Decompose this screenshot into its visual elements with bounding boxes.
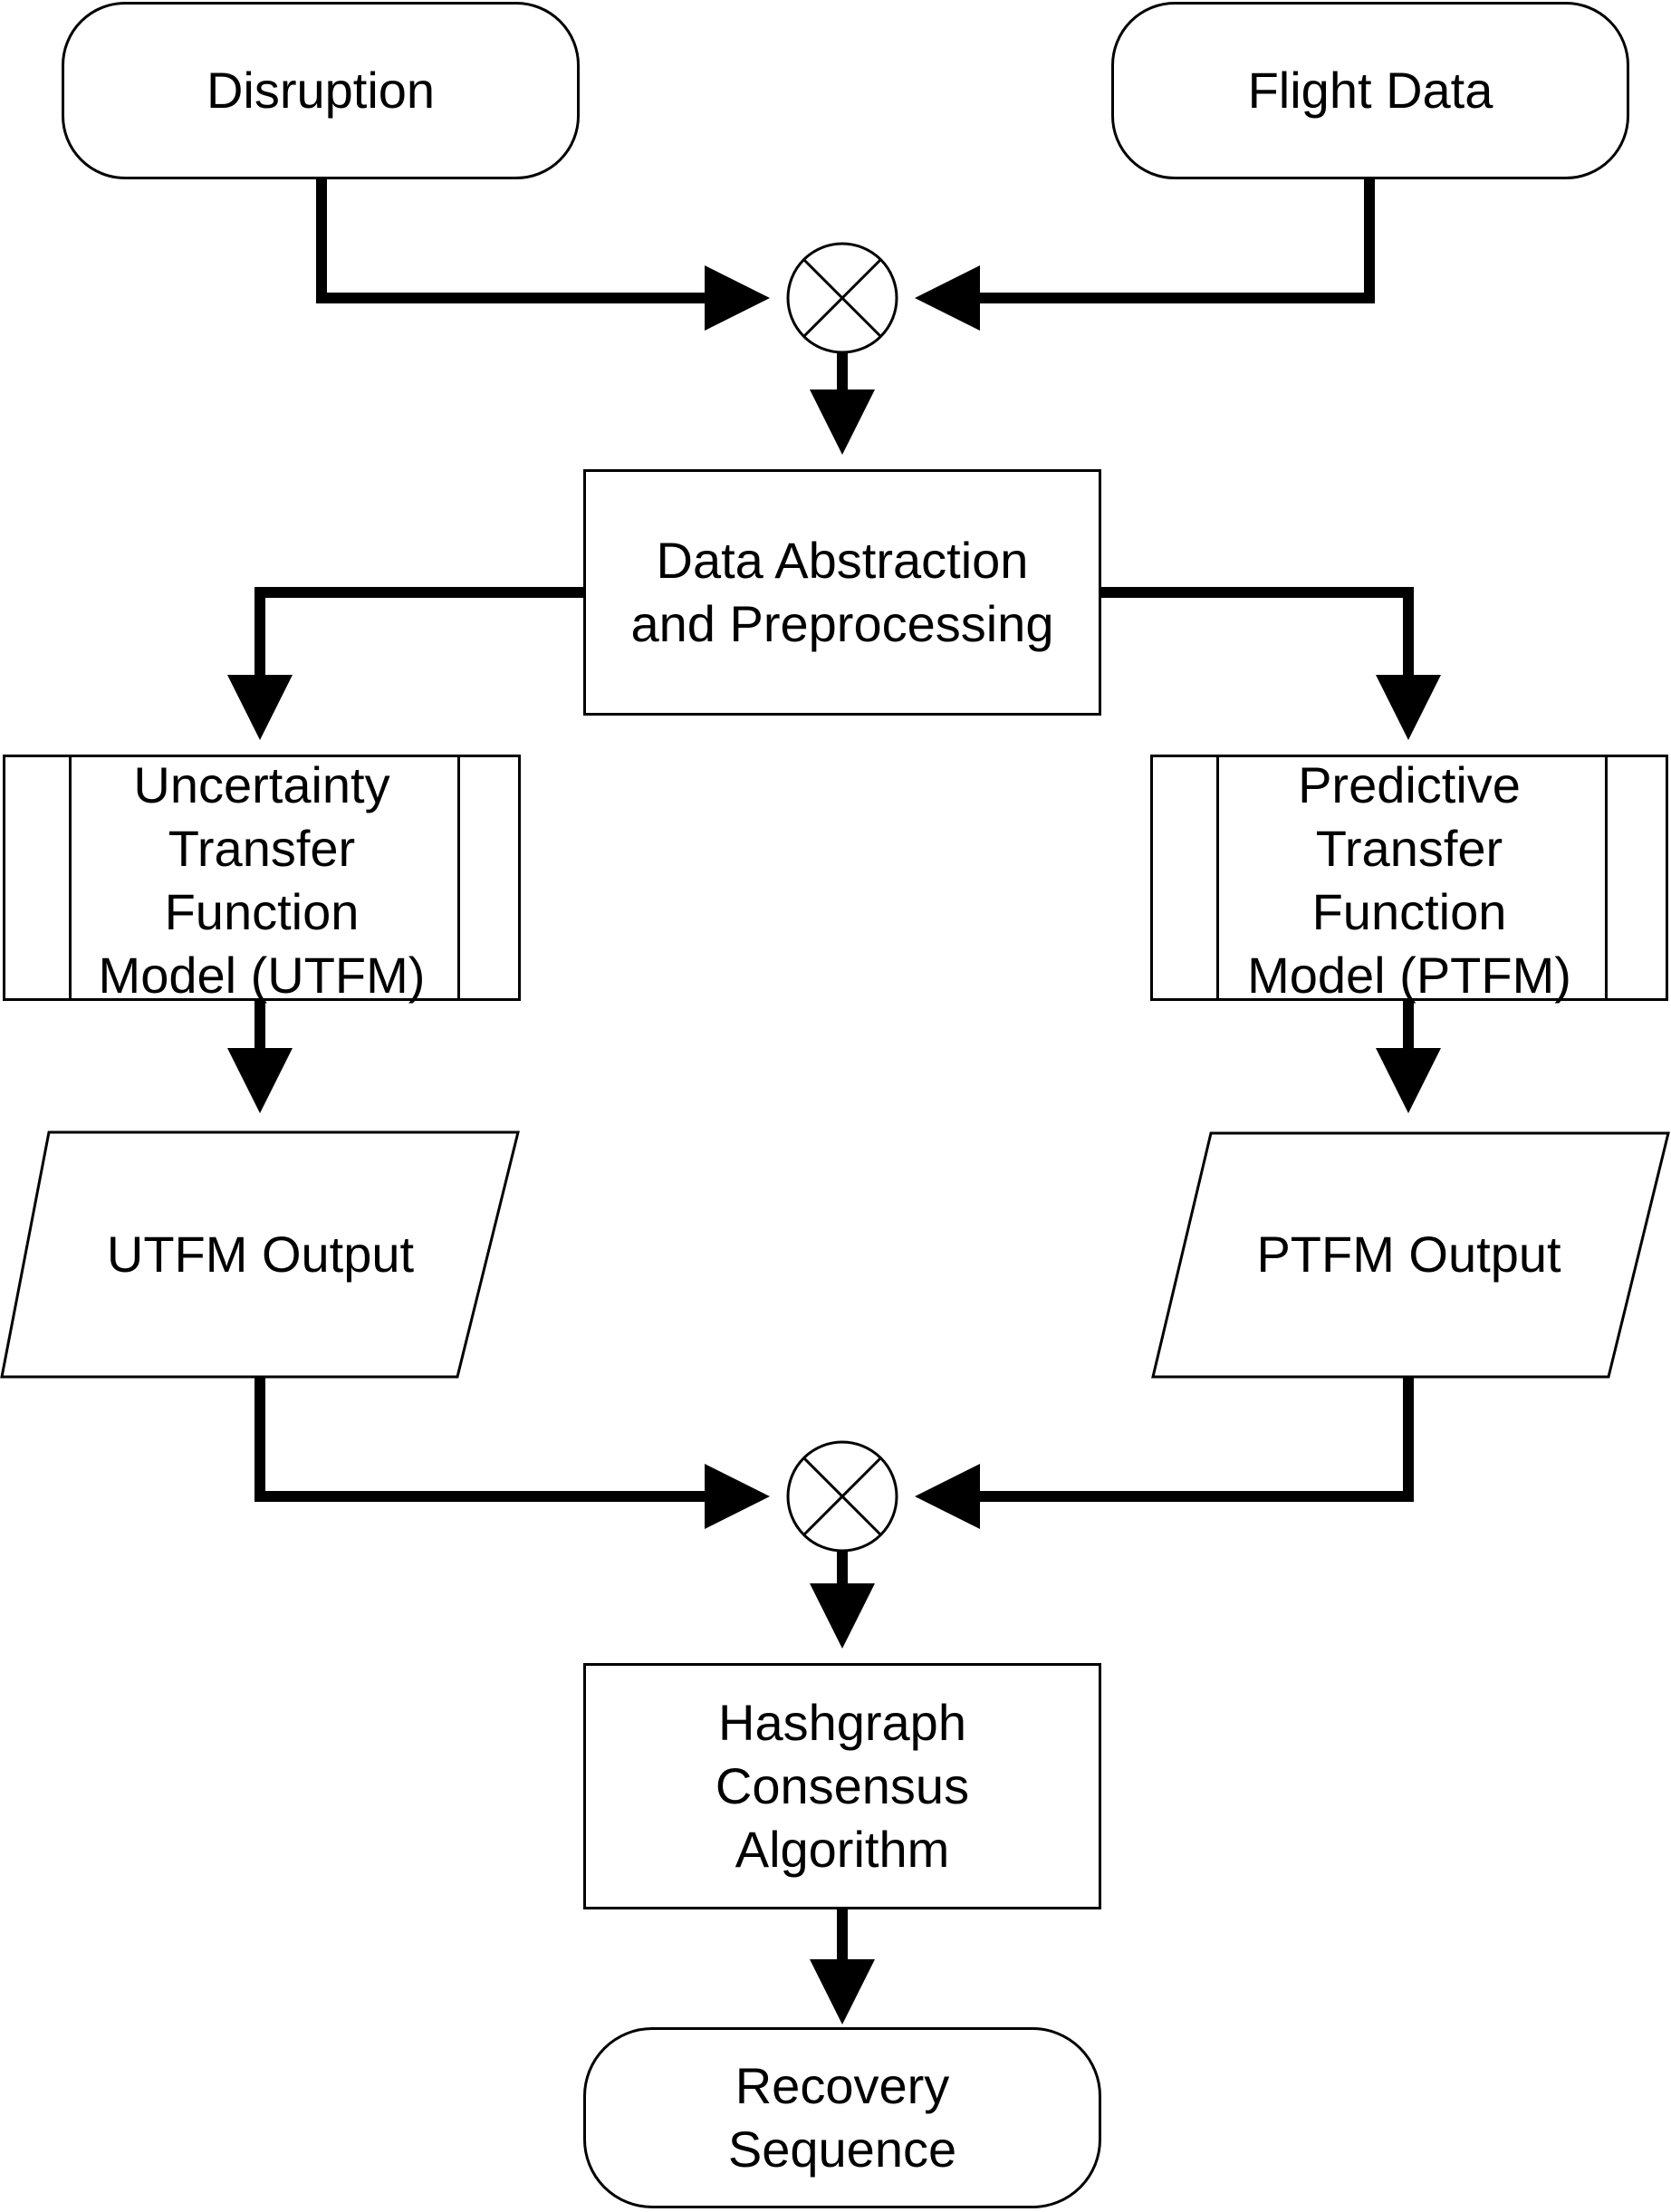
utfm-output-shape — [0, 1130, 520, 1379]
edge-ptfm-output-to-merge-bottom — [915, 1377, 1414, 1529]
recovery-label: Recovery Sequence — [727, 2057, 957, 2178]
utfm-right-bar — [457, 757, 460, 998]
flight-data-node: Flight Data — [1111, 2, 1629, 179]
edge-data-abstraction-to-ptfm — [1100, 587, 1441, 740]
disruption-label: Disruption — [206, 62, 436, 119]
utfm-output-label: UTFM Output — [106, 1226, 415, 1283]
flight-data-label: Flight Data — [1247, 62, 1493, 119]
edge-data-abstraction-to-utfm — [227, 587, 584, 740]
utfm-node: Uncertainty Transfer Function Model (UTF… — [3, 755, 521, 1004]
merge-bottom-cross-b — [802, 1457, 882, 1536]
disruption-node: Disruption — [62, 2, 580, 179]
utfm-label: Uncertainty Transfer Function Model (UTF… — [98, 756, 426, 1004]
utfm-left-bar — [69, 757, 72, 998]
edge-lines — [227, 177, 1441, 2024]
ptfm-label: Predictive Transfer Function Model (PTFM… — [1247, 756, 1571, 1004]
edge-utfm-output-to-merge-bottom — [254, 1377, 770, 1529]
edge-disruption-to-merge-top — [316, 177, 770, 331]
ptfm-output-shape — [1151, 1131, 1670, 1379]
merge-node-top — [786, 242, 898, 354]
ptfm-node: Predictive Transfer Function Model (PTFM… — [1150, 755, 1668, 1004]
ptfm-left-bar — [1216, 757, 1219, 998]
ptfm-right-bar — [1605, 757, 1608, 998]
edge-flight-data-to-merge-top — [915, 177, 1375, 331]
hashgraph-node: Hashgraph Consensus Algorithm — [583, 1663, 1101, 1909]
data-abstraction-node: Data Abstraction and Preprocessing — [583, 469, 1101, 716]
ptfm-output-label: PTFM Output — [1256, 1226, 1561, 1283]
recovery-node: Recovery Sequence — [583, 2027, 1101, 2208]
merge-node-bottom — [786, 1440, 898, 1553]
data-abstraction-label: Data Abstraction and Preprocessing — [630, 532, 1054, 652]
hashgraph-label: Hashgraph Consensus Algorithm — [715, 1694, 970, 1878]
merge-top-cross-b — [802, 258, 882, 338]
